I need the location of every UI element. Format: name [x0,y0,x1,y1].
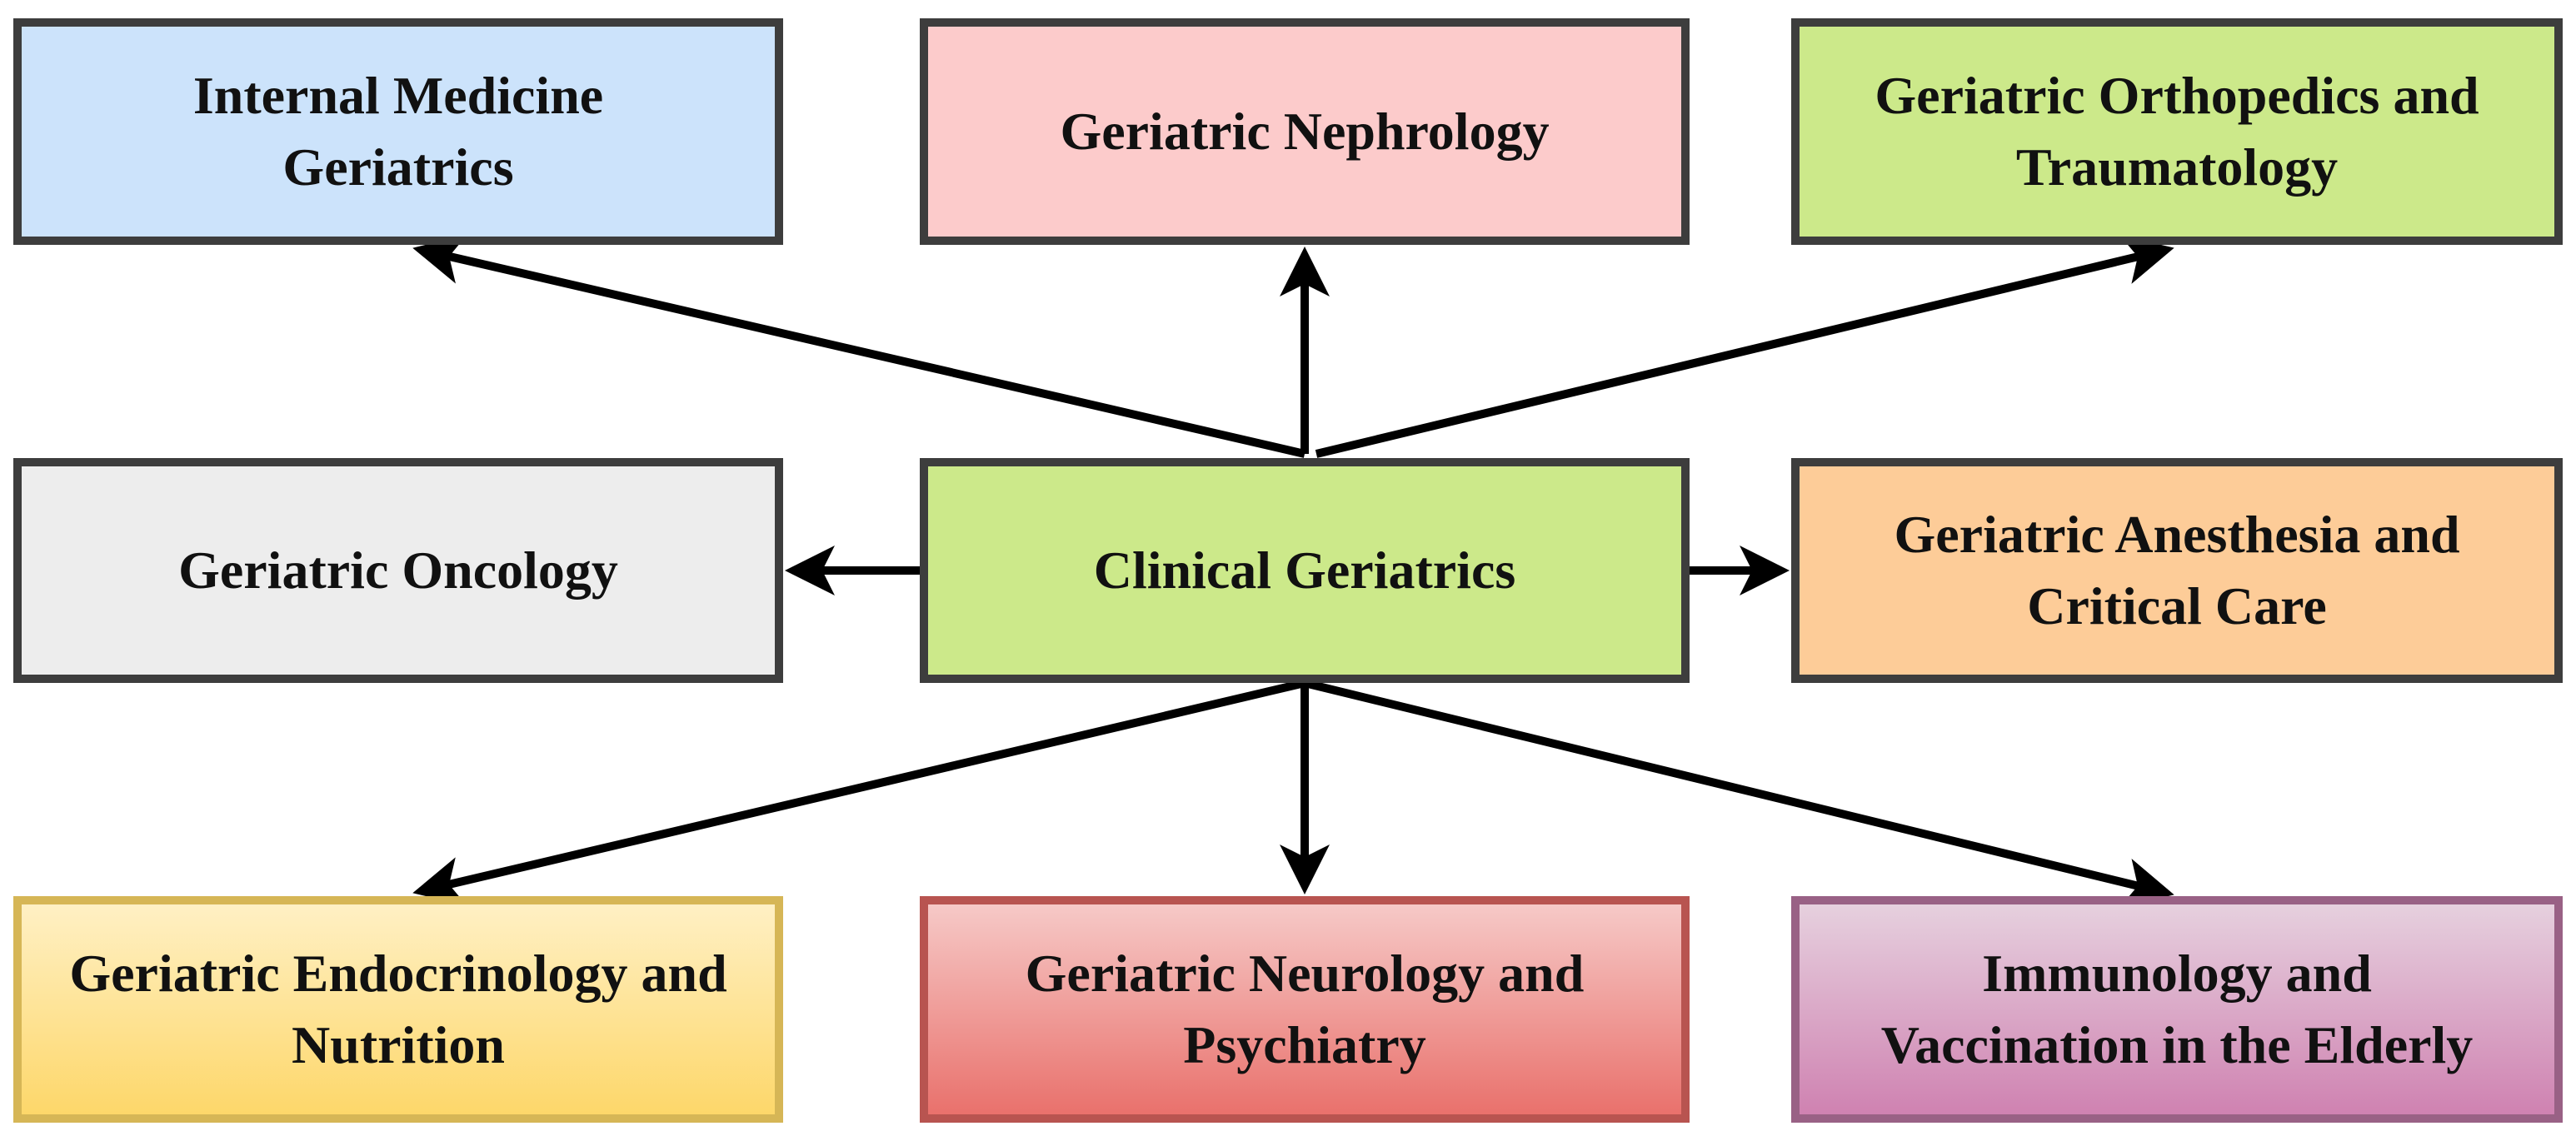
node-label-line1: Geriatric Anesthesia and [1894,505,2460,564]
arrow-to-orthopedics [1315,235,2174,458]
node-clinical-geriatrics: Clinical Geriatrics [920,458,1690,683]
arrow-to-endocrinology [412,679,1306,906]
node-geriatric-orthopedics: Geriatric Orthopedics and Traumatology [1791,18,2563,245]
node-label-line1: Geriatric Orthopedics and [1875,66,2479,125]
node-label-line1: Geriatric Oncology [178,541,618,600]
node-label-line2: Critical Care [2027,576,2327,635]
node-geriatric-oncology: Geriatric Oncology [13,458,783,683]
node-label-line2: Traumatology [2015,137,2339,197]
node-label-line2: Psychiatry [1183,1015,1426,1074]
node-geriatric-neurology: Geriatric Neurology and Psychiatry [920,896,1690,1123]
arrow-to-internal-medicine [412,235,1306,458]
node-label-line1: Geriatric Nephrology [1060,102,1550,161]
node-geriatric-nephrology: Geriatric Nephrology [920,18,1690,245]
node-label-line2: Nutrition [292,1015,505,1074]
node-label-line1: Internal Medicine [192,66,604,125]
node-label-line1: Geriatric Endocrinology and [69,944,727,1003]
node-internal-medicine-geriatrics: Internal Medicine Geriatrics [13,18,783,245]
arrow-to-immunology [1303,679,2174,908]
node-geriatric-anesthesia: Geriatric Anesthesia and Critical Care [1791,458,2563,683]
node-label-line2: Geriatrics [282,137,514,197]
node-label-line1: Geriatric Neurology and [1025,944,1585,1003]
node-label-line2: Vaccination in the Elderly [1880,1015,2474,1074]
node-geriatric-endocrinology: Geriatric Endocrinology and Nutrition [13,896,783,1123]
center-node-label: Clinical Geriatrics [1093,541,1516,600]
node-immunology-vaccination: Immunology and Vaccination in the Elderl… [1791,896,2563,1123]
node-label-line1: Immunology and [1982,944,2372,1003]
